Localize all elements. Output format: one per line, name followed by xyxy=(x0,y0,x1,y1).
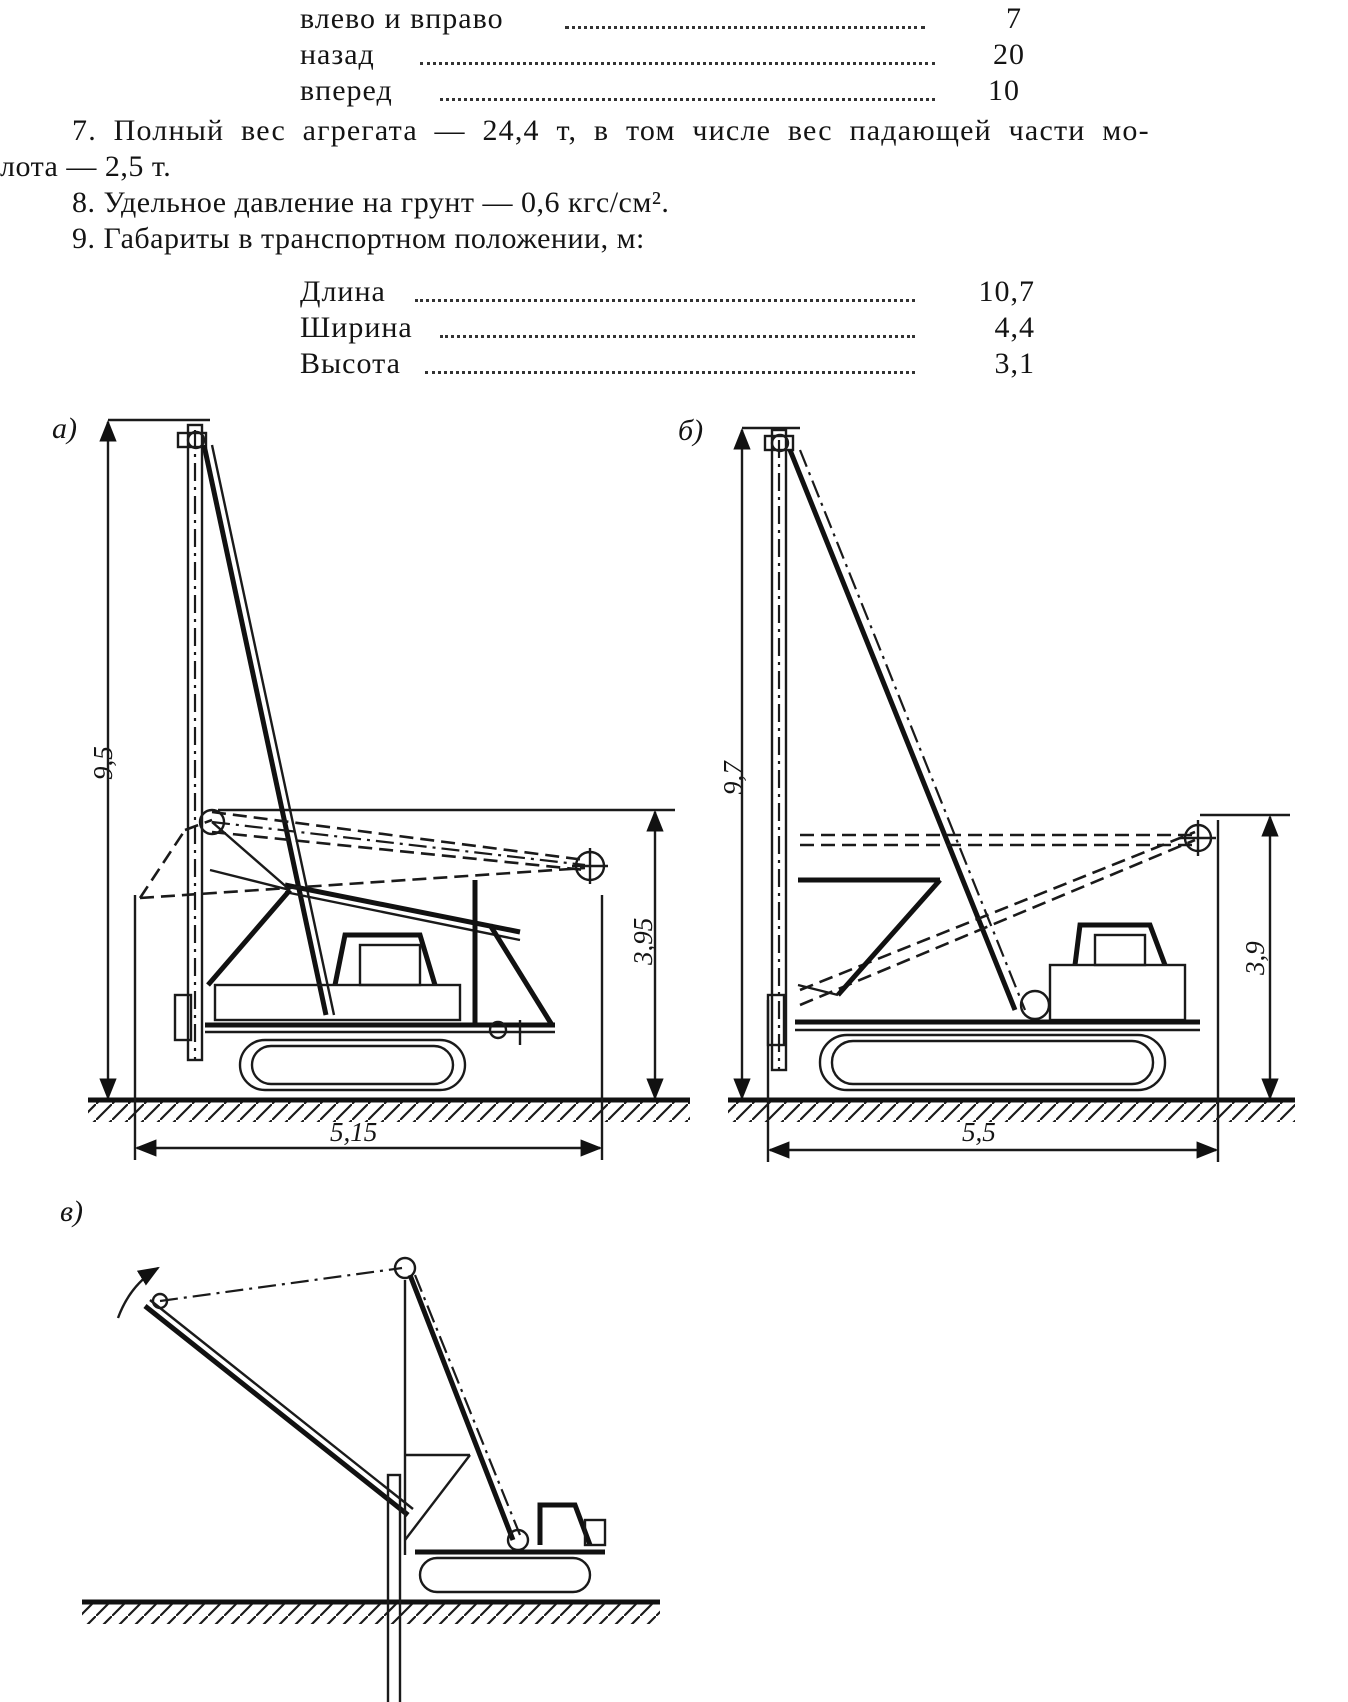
leader-dots xyxy=(415,275,915,302)
angles-row-2: назад 20 xyxy=(300,38,1025,72)
figure-a xyxy=(88,418,690,1160)
figure-b-label: б) xyxy=(678,414,704,447)
angles-row-label: вперед xyxy=(300,74,393,107)
leader-dots xyxy=(420,38,935,65)
dimensions-row-1: Длина 10,7 xyxy=(300,275,1035,309)
dimensions-row-value: 10,7 xyxy=(978,275,1035,308)
leader-dots xyxy=(425,347,915,374)
item-9: 9. Габариты в транспортном положении, м: xyxy=(72,222,645,255)
figure-b xyxy=(728,426,1295,1162)
dimensions-row-value: 3,1 xyxy=(994,347,1035,380)
angles-row-value: 20 xyxy=(993,38,1025,71)
leader-dots xyxy=(565,2,925,29)
leader-dots xyxy=(440,74,935,101)
item-8: 8. Удельное давление на грунт — 0,6 кгс/… xyxy=(72,186,670,219)
figure-v xyxy=(82,1256,660,1702)
dimensions-row-value: 4,4 xyxy=(994,311,1035,344)
angles-row-label: назад xyxy=(300,38,375,71)
leader-dots xyxy=(440,311,915,338)
figure-a-label: а) xyxy=(52,412,77,445)
angles-row-value: 10 xyxy=(988,74,1020,107)
angles-row-3: вперед 10 xyxy=(300,74,1025,108)
item-7-line-2: лота — 2,5 т. xyxy=(0,150,172,183)
dimensions-row-label: Высота xyxy=(300,347,401,380)
figure-v-label: в) xyxy=(60,1195,84,1228)
dimensions-row-2: Ширина 4,4 xyxy=(300,311,1035,345)
dimensions-row-3: Высота 3,1 xyxy=(300,347,1035,381)
dimensions-row-label: Ширина xyxy=(300,311,413,344)
angles-row-label: влево и вправо xyxy=(300,2,504,35)
angles-row-value: 7 xyxy=(1006,2,1022,35)
dimensions-row-label: Длина xyxy=(300,275,386,308)
item-7-line-1: 7. Полный вес агрегата — 24,4 т, в том ч… xyxy=(72,114,1150,147)
angles-row-1: влево и вправо 7 xyxy=(300,2,1025,36)
